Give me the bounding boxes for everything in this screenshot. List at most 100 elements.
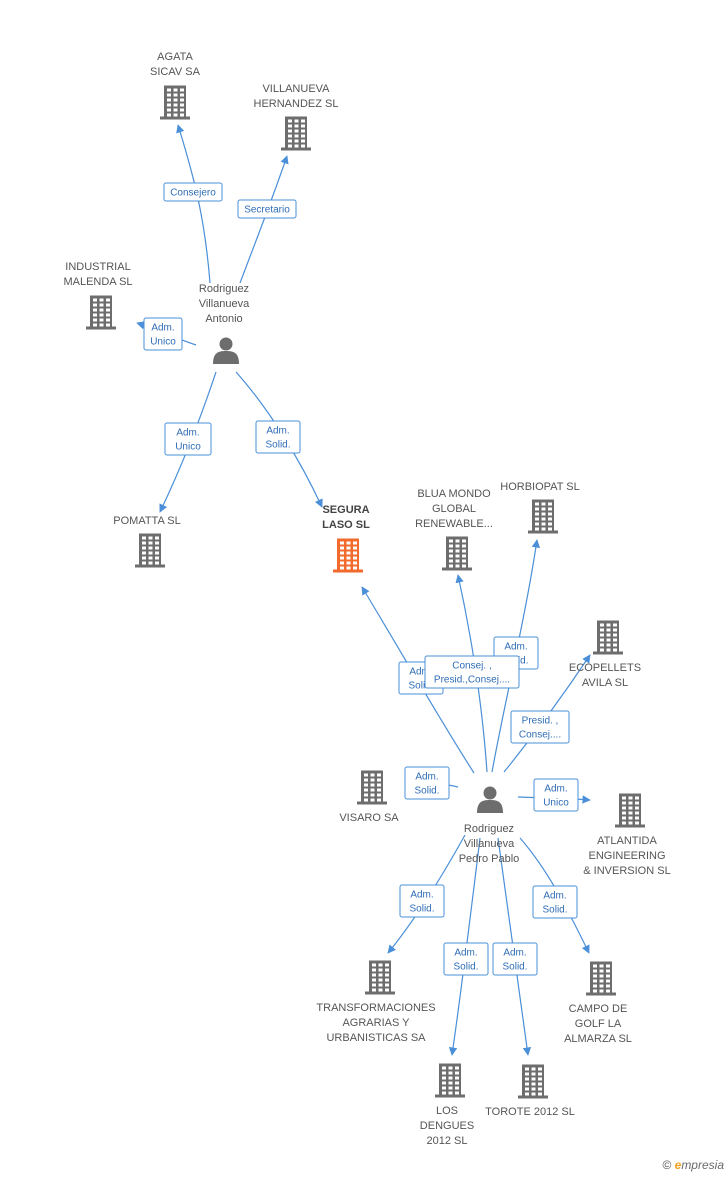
node-label: SEGURA bbox=[322, 504, 369, 516]
building-icon[interactable] bbox=[593, 620, 623, 655]
relation-text: Solid. bbox=[265, 440, 290, 451]
relation-text: Adm. bbox=[454, 948, 477, 959]
building-icon[interactable] bbox=[435, 1063, 465, 1098]
node-torote[interactable]: TOROTE 2012 SL bbox=[485, 1064, 575, 1119]
relation-box[interactable] bbox=[255, 420, 301, 454]
node-label: POMATTA SL bbox=[113, 515, 180, 527]
relation-text: Adm. bbox=[151, 323, 174, 334]
building-icon[interactable] bbox=[528, 499, 558, 534]
relation-label-pedro-to-torote[interactable]: Adm. Solid. bbox=[492, 942, 538, 976]
node-label: CAMPO DE bbox=[569, 1003, 628, 1015]
edge-antonio-to-villanueva_hernandez bbox=[239, 155, 289, 284]
relation-text: Solid. bbox=[409, 904, 434, 915]
building-icon[interactable] bbox=[160, 85, 190, 120]
building-icon[interactable] bbox=[135, 533, 165, 568]
building-icon[interactable] bbox=[86, 295, 116, 330]
relation-text: Consej. , bbox=[452, 661, 491, 672]
relation-text: Secretario bbox=[244, 205, 290, 216]
building-icon[interactable] bbox=[586, 961, 616, 996]
node-label: Pedro Pablo bbox=[459, 853, 520, 865]
node-villanueva-hernandez[interactable]: VILLANUEVA HERNANDEZ SL bbox=[254, 83, 339, 151]
relation-box[interactable] bbox=[404, 766, 450, 800]
node-label: VILLANUEVA bbox=[262, 83, 330, 95]
relation-text: Adm. bbox=[266, 426, 289, 437]
relation-label-pedro-to-los_dengues[interactable]: Adm.Solid. bbox=[443, 942, 489, 976]
relation-text: Consejero bbox=[170, 188, 216, 199]
relation-text: Adm. bbox=[544, 784, 567, 795]
node-label: Villanueva bbox=[464, 838, 515, 850]
node-label: DENGUES bbox=[420, 1120, 474, 1132]
node-label: TRANSFORMACIONES bbox=[316, 1002, 435, 1014]
node-label: MALENDA SL bbox=[63, 276, 132, 288]
relation-label-antonio-to-pomatta[interactable]: Adm.Unico bbox=[164, 422, 212, 456]
node-visaro[interactable]: VISARO SA bbox=[339, 770, 399, 825]
relation-label-antonio-to-segura[interactable]: Adm. Solid. bbox=[255, 420, 301, 454]
relation-text: Adm. bbox=[176, 428, 199, 439]
relation-label-pedro-to-ecopellets[interactable]: Presid. ,Consej.... bbox=[510, 710, 570, 744]
relation-text: Unico bbox=[150, 337, 176, 348]
relation-label-pedro-to-atlantida[interactable]: Adm. Unico bbox=[533, 778, 579, 812]
relation-text: Solid. bbox=[408, 681, 433, 692]
relation-text: Solid. bbox=[502, 962, 527, 973]
relation-box[interactable] bbox=[510, 710, 570, 744]
relation-text: Adm. bbox=[410, 890, 433, 901]
node-industrial-malenda[interactable]: INDUSTRIAL MALENDA SL bbox=[63, 261, 133, 330]
relation-label-pedro-to-visaro[interactable]: Adm.Solid. bbox=[404, 766, 450, 800]
node-horbiopat[interactable]: HORBIOPAT SL bbox=[500, 481, 580, 534]
building-icon[interactable] bbox=[615, 793, 645, 828]
node-label: INDUSTRIAL bbox=[65, 261, 130, 273]
node-label: Antonio bbox=[205, 313, 242, 325]
person-icon[interactable] bbox=[477, 786, 503, 814]
relation-box[interactable] bbox=[443, 942, 489, 976]
relation-label-antonio-to-industrial_malenda[interactable]: Adm. Unico bbox=[143, 317, 183, 351]
node-label: AGATA bbox=[157, 51, 193, 63]
node-ecopellets[interactable]: ECOPELLETS AVILA SL bbox=[569, 620, 641, 690]
relation-box[interactable] bbox=[533, 778, 579, 812]
relation-text: Solid. bbox=[414, 786, 439, 797]
node-pomatta[interactable]: POMATTA SL bbox=[113, 515, 181, 568]
relation-label-pedro-to-transformaciones[interactable]: Adm. Solid. bbox=[399, 884, 445, 918]
building-icon[interactable] bbox=[365, 960, 395, 995]
relation-text: Presid. , bbox=[522, 716, 559, 727]
relation-box[interactable] bbox=[237, 199, 297, 219]
building-icon[interactable] bbox=[357, 770, 387, 805]
relation-box[interactable] bbox=[492, 942, 538, 976]
node-blua[interactable]: BLUA MONDOGLOBALRENEWABLE... bbox=[415, 488, 493, 571]
copyright-symbol: © bbox=[662, 1158, 672, 1172]
relation-box[interactable] bbox=[143, 317, 183, 351]
node-agata[interactable]: AGATA SICAV SA bbox=[150, 51, 201, 120]
person-icon[interactable] bbox=[213, 337, 239, 365]
relation-label-antonio-to-agata[interactable]: Consejero bbox=[163, 182, 223, 202]
relation-label-antonio-to-villanueva_hernandez[interactable]: Secretario bbox=[237, 199, 297, 219]
node-label: TOROTE 2012 SL bbox=[485, 1106, 575, 1118]
relation-label-pedro-to-campo[interactable]: Adm.Solid. bbox=[532, 885, 578, 919]
building-icon[interactable] bbox=[281, 116, 311, 151]
node-label: URBANISTICAS SA bbox=[326, 1032, 426, 1044]
relation-box[interactable] bbox=[164, 422, 212, 456]
relation-text: Adm. bbox=[503, 948, 526, 959]
relation-box[interactable] bbox=[424, 655, 520, 689]
building-icon[interactable] bbox=[518, 1064, 548, 1099]
node-label: SICAV SA bbox=[150, 66, 201, 78]
node-label: ENGINEERING bbox=[588, 850, 665, 862]
node-label: ATLANTIDA bbox=[597, 835, 657, 847]
brand-logo-initial: e bbox=[674, 1158, 682, 1172]
relation-label-pedro-to-blua[interactable]: Consej. ,Presid.,Consej.... bbox=[424, 655, 520, 689]
node-label: AVILA SL bbox=[582, 677, 628, 689]
relation-box[interactable] bbox=[532, 885, 578, 919]
building-icon[interactable] bbox=[333, 538, 363, 573]
node-label: HERNANDEZ SL bbox=[254, 98, 339, 110]
relation-box[interactable] bbox=[399, 884, 445, 918]
node-label: ECOPELLETS bbox=[569, 662, 641, 674]
building-icon[interactable] bbox=[442, 536, 472, 571]
relation-text: Unico bbox=[543, 798, 569, 809]
relation-box[interactable] bbox=[163, 182, 223, 202]
node-label: Villanueva bbox=[199, 298, 250, 310]
